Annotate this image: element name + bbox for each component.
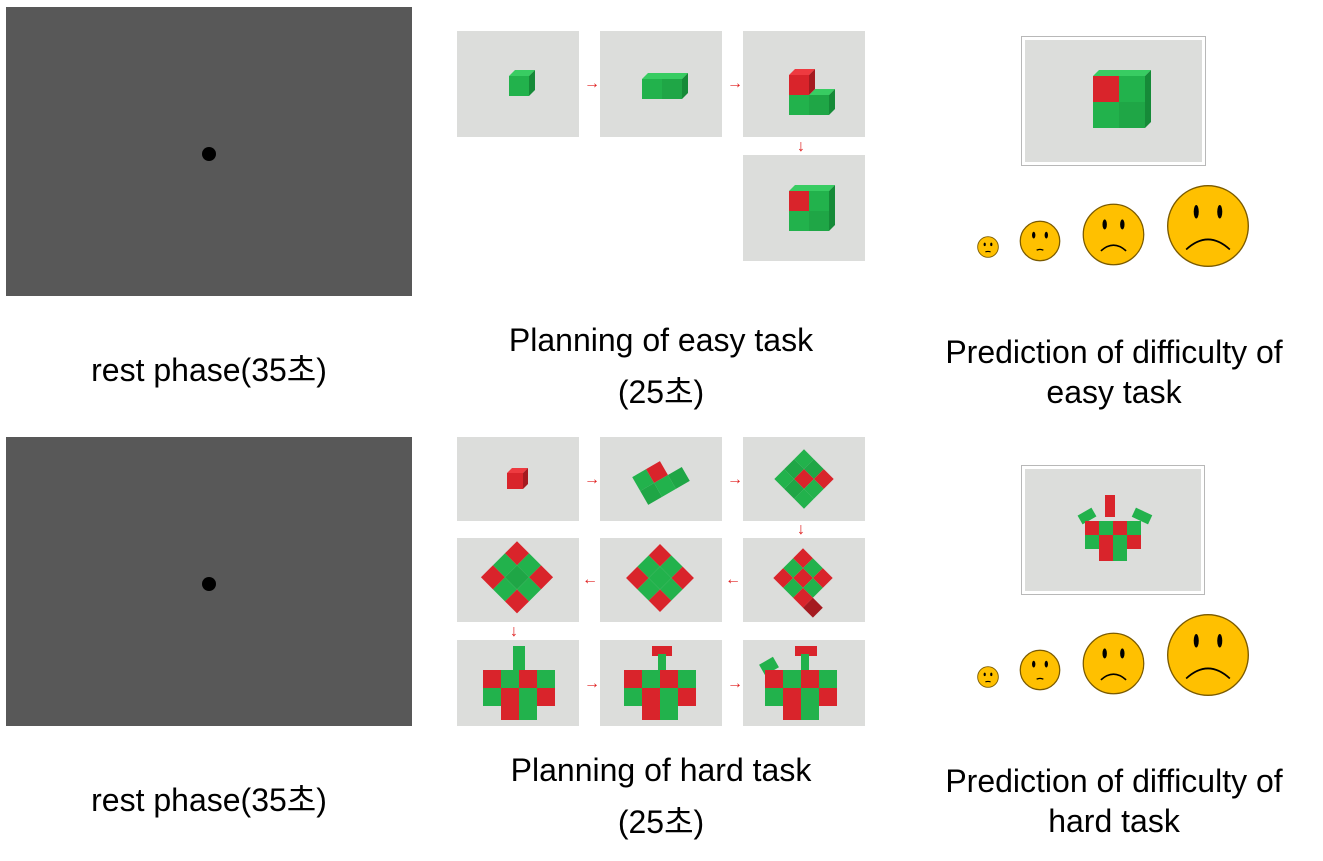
prediction-caption-2-line1: Prediction of difficulty of [945, 763, 1283, 799]
fixation-dot [202, 577, 216, 591]
hard-step-2-photo [600, 437, 722, 521]
arrow-right-icon: → [584, 471, 600, 488]
hard-target-photo-frame [1021, 465, 1205, 595]
arrow-down-icon: ↓ [797, 138, 805, 155]
rest-screen-2 [6, 437, 412, 726]
face-very-easy-icon [977, 666, 999, 688]
prediction-caption-1-line2: easy task [1046, 374, 1182, 410]
easy-step-4-photo [743, 155, 865, 261]
arrow-right-icon: → [727, 75, 743, 92]
prediction-caption-1-line1: Prediction of difficulty of [945, 334, 1283, 370]
arrow-down-icon: ↓ [797, 521, 805, 538]
planning-caption-2-line1: Planning of hard task [510, 752, 812, 788]
hard-step-8-photo [600, 640, 722, 726]
hard-step-1-photo [457, 437, 579, 521]
hard-target-photo [1025, 469, 1201, 591]
arrow-down-icon: ↓ [510, 623, 518, 640]
arrow-right-icon: → [584, 675, 600, 692]
face-easy-icon [1019, 649, 1061, 691]
hard-step-4-photo [743, 538, 865, 622]
hard-step-6-photo [457, 538, 579, 622]
hard-step-3-photo [743, 437, 865, 521]
easy-target-photo-frame [1021, 36, 1206, 166]
face-easy-icon [1019, 220, 1061, 262]
face-hard-icon [1082, 632, 1145, 695]
prediction-caption-2-line2: hard task [1048, 803, 1180, 839]
rest-caption-2: rest phase(35초) [91, 782, 327, 818]
face-very-hard-icon [1167, 614, 1249, 696]
face-very-hard-icon [1167, 185, 1249, 267]
rest-caption-1: rest phase(35초) [91, 352, 327, 388]
planning-caption-2-line2: (25초) [617, 804, 705, 840]
arrow-left-icon: ← [725, 571, 741, 588]
planning-caption-1-line1: Planning of easy task [508, 322, 814, 358]
rest-screen-1 [6, 7, 412, 296]
arrow-right-icon: → [727, 471, 743, 488]
hard-step-5-photo [600, 538, 722, 622]
easy-target-photo [1025, 40, 1202, 162]
planning-caption-1-line2: (25초) [617, 374, 705, 410]
easy-step-1-photo [457, 31, 579, 137]
arrow-right-icon: → [727, 675, 743, 692]
arrow-left-icon: ← [582, 571, 598, 588]
easy-step-3-photo [743, 31, 865, 137]
arrow-right-icon: → [584, 75, 600, 92]
face-very-easy-icon [977, 236, 999, 258]
easy-step-2-photo [600, 31, 722, 137]
fixation-dot [202, 147, 216, 161]
hard-step-7-photo [457, 640, 579, 726]
face-hard-icon [1082, 203, 1145, 266]
hard-step-9-photo [743, 640, 865, 726]
